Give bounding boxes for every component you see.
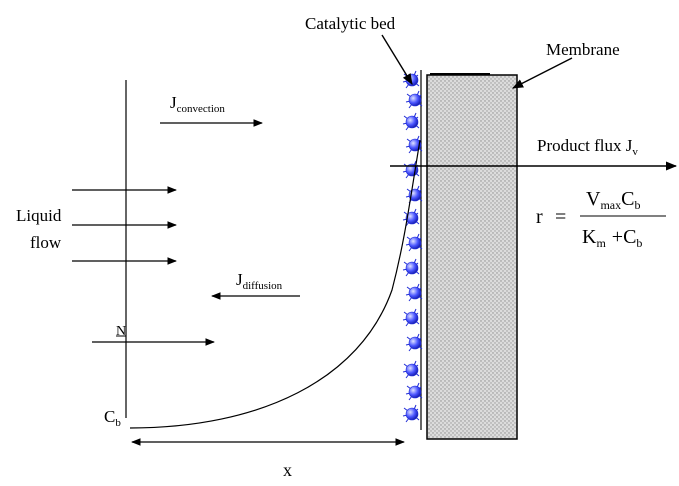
catalytic-bed-pointer bbox=[381, 34, 413, 85]
catalyst-bead bbox=[405, 211, 419, 225]
flow-label: flow bbox=[30, 233, 62, 252]
membrane-block bbox=[426, 74, 518, 440]
cb-label: Cb bbox=[104, 407, 121, 429]
catalyst-particles bbox=[402, 70, 423, 423]
liquid-label: Liquid bbox=[16, 206, 62, 225]
num-c: C bbox=[621, 188, 634, 210]
membrane-pointer bbox=[512, 57, 573, 89]
j-convection-j: J bbox=[170, 93, 177, 112]
concentration-profile-curve bbox=[129, 139, 421, 429]
num-v: V bbox=[586, 188, 601, 210]
num-c-subscript: b bbox=[634, 198, 640, 212]
j-diffusion-subscript: diffusion bbox=[243, 280, 283, 292]
product-flux-subscript: v bbox=[632, 146, 638, 158]
catalytic-bed-label: Catalytic bed bbox=[305, 14, 396, 33]
den-plus: + bbox=[612, 226, 623, 248]
catalyst-bead bbox=[405, 311, 419, 325]
num-v-subscript: max bbox=[600, 198, 621, 212]
catalyst-bead bbox=[405, 407, 419, 421]
membrane-label: Membrane bbox=[546, 40, 620, 59]
den-k-subscript: m bbox=[596, 236, 606, 250]
j-convection-subscript: convection bbox=[177, 103, 226, 115]
catalyst-bead bbox=[405, 115, 419, 129]
j-diffusion-label: Jdiffusion bbox=[236, 270, 283, 292]
catalyst-bead bbox=[405, 363, 419, 377]
catalyst-bead bbox=[408, 138, 422, 152]
product-flux-label: Product flux Jv bbox=[537, 136, 638, 158]
catalyst-bead bbox=[408, 236, 422, 250]
cb-subscript: b bbox=[115, 417, 121, 429]
catalyst-bead bbox=[408, 385, 422, 399]
cb-c: C bbox=[104, 407, 115, 426]
catalyst-bead bbox=[408, 286, 422, 300]
equation-lhs: r bbox=[536, 206, 543, 228]
equation-denominator: Km +Cb bbox=[582, 226, 642, 250]
den-k: K bbox=[582, 226, 597, 248]
den-c-subscript: b bbox=[636, 236, 642, 250]
equation-equals: = bbox=[555, 206, 566, 228]
n-label: N bbox=[116, 324, 126, 339]
den-c: C bbox=[623, 226, 636, 248]
product-flux-text: Product flux J bbox=[537, 136, 633, 155]
j-diffusion-j: J bbox=[236, 270, 243, 289]
catalyst-bead bbox=[408, 336, 422, 350]
catalyst-bead bbox=[405, 261, 419, 275]
x-label: x bbox=[283, 460, 292, 480]
j-convection-label: Jconvection bbox=[170, 93, 225, 115]
catalyst-bead bbox=[408, 93, 422, 107]
equation-numerator: VmaxCb bbox=[586, 188, 640, 212]
